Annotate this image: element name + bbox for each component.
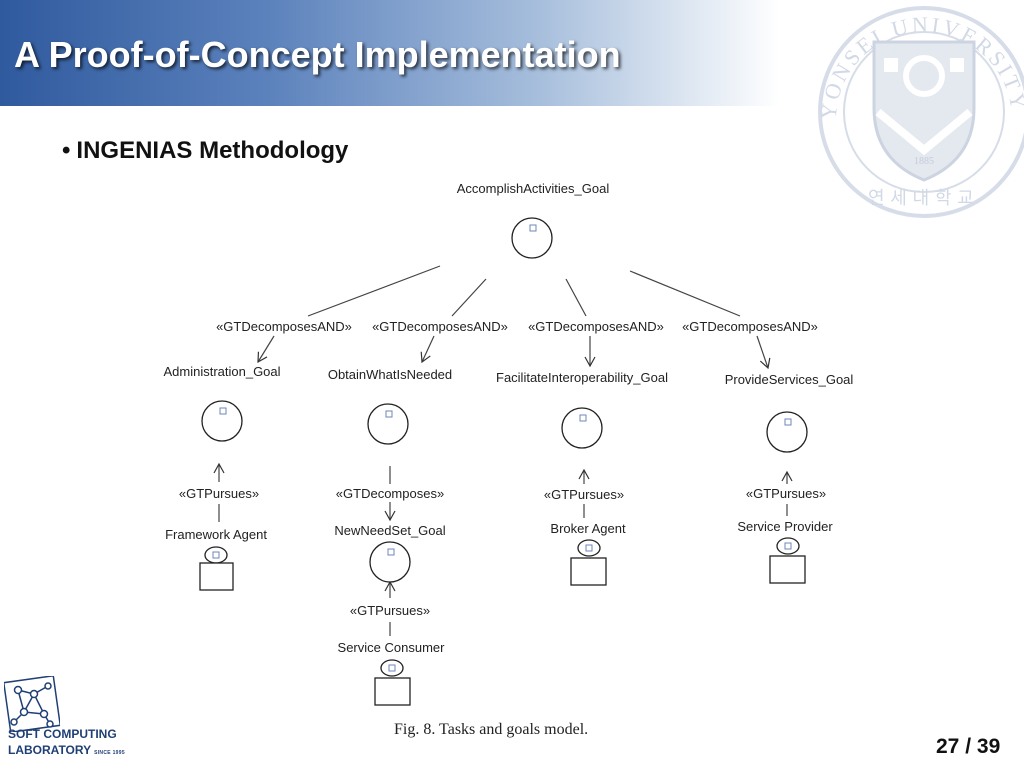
edge-root-admin — [307, 265, 441, 317]
agent-framework-label: Framework Agent — [165, 527, 267, 542]
agent-actor-icon — [374, 659, 411, 706]
goal-administration-label: Administration_Goal — [163, 364, 280, 379]
agent-actor-icon — [199, 546, 234, 591]
goal-obtain-label: ObtainWhatIsNeeded — [328, 367, 452, 382]
relation-decompose-and-3: «GTDecomposesAND» — [528, 319, 664, 334]
agent-service-consumer-label: Service Consumer — [338, 640, 446, 655]
relation-pursues-3: «GTPursues» — [544, 487, 624, 502]
bullet-item: •INGENIAS Methodology — [62, 137, 348, 165]
slide-title: A Proof-of-Concept Implementation — [14, 34, 621, 75]
page-number: 27 / 39 — [936, 735, 1000, 759]
goal-new-need-set-label: NewNeedSet_Goal — [334, 523, 445, 538]
root-goal-label: AccomplishActivities_Goal — [457, 181, 610, 196]
agent-broker-label: Broker Agent — [550, 521, 626, 536]
agent-actor-icon — [769, 537, 806, 584]
lab-name-line2-text: LABORATORY — [8, 743, 92, 757]
relation-decompose-and-1: «GTDecomposesAND» — [216, 319, 352, 334]
relation-pursues-consumer: «GTPursues» — [350, 603, 430, 618]
agent-actor-icon — [570, 539, 607, 586]
goal-circle-icon — [367, 403, 409, 445]
relation-decomposes: «GTDecomposes» — [336, 486, 444, 501]
page-total: 39 — [976, 735, 1001, 758]
relation-pursues-1: «GTPursues» — [179, 486, 259, 501]
goal-circle-icon — [369, 541, 411, 583]
goal-circle-icon — [511, 217, 553, 259]
figure-caption: Fig. 8. Tasks and goals model. — [394, 721, 589, 738]
goal-facilitate-label: FacilitateInteroperability_Goal — [496, 370, 668, 385]
bullet-dot: • — [62, 137, 71, 164]
goal-circle-icon — [766, 411, 808, 453]
relation-decompose-and-2: «GTDecomposesAND» — [372, 319, 508, 334]
relation-decompose-and-4: «GTDecomposesAND» — [682, 319, 818, 334]
bullet-text: INGENIAS Methodology — [76, 137, 349, 164]
seal-korean-text: 연 세 대 학 교 — [868, 188, 974, 209]
goal-circle-icon — [201, 400, 243, 442]
edge-root-provide — [629, 270, 741, 317]
edge-root-facilitate — [565, 278, 587, 317]
seal-year: 1885 — [914, 156, 934, 167]
lab-logo-network-icon — [4, 676, 60, 732]
relation-pursues-4: «GTPursues» — [746, 486, 826, 501]
page-separator: / — [965, 735, 972, 758]
arrow-icon — [756, 335, 771, 370]
lab-name-line1: SOFT COMPUTING — [8, 727, 117, 741]
lab-since: SINCE 1995 — [94, 750, 125, 756]
title-bar — [0, 0, 780, 106]
goal-circle-icon — [561, 407, 603, 449]
edge-root-obtain — [451, 278, 487, 317]
arrow-icon — [257, 335, 275, 364]
page-current: 27 — [936, 735, 960, 758]
agent-service-provider-label: Service Provider — [737, 519, 833, 534]
arrow-icon — [420, 335, 435, 364]
goal-provide-label: ProvideServices_Goal — [725, 372, 854, 387]
university-seal: YONSEI UNIVERSITY 1885 연 세 대 학 교 — [816, 6, 1024, 218]
